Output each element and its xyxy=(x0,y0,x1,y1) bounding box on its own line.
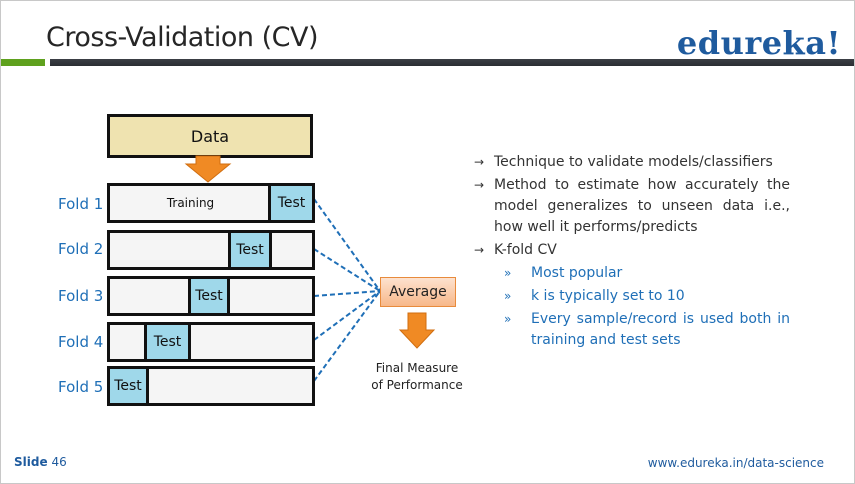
title-accent-bar xyxy=(1,59,45,66)
connector-fold-1 xyxy=(313,198,381,292)
chevron-bullet-icon: » xyxy=(504,266,512,280)
title-divider-bar xyxy=(50,59,854,66)
arrow-bullet-icon: → xyxy=(474,155,485,169)
sub-bullet-item: » Every sample/record is used both in tr… xyxy=(504,309,790,351)
bullet-item: → K-fold CV xyxy=(474,240,790,261)
final-measure-label: Final Measure of Performance xyxy=(362,360,472,394)
bullet-item: → Method to estimate how accurately the … xyxy=(474,175,790,238)
sub-bullet-item: » k is typically set to 10 xyxy=(504,286,790,307)
test-segment: Test xyxy=(268,186,312,220)
test-segment: Test xyxy=(188,279,230,313)
slide-number-value: 46 xyxy=(51,455,67,469)
sub-bullet-item: » Most popular xyxy=(504,263,790,284)
chevron-bullet-icon: » xyxy=(504,289,512,303)
fold-label: Fold 1 xyxy=(58,195,104,213)
connector-fold-4 xyxy=(313,290,381,341)
final-measure-line-2: of Performance xyxy=(371,378,463,392)
fold-label: Fold 2 xyxy=(58,240,104,258)
connector-fold-3 xyxy=(313,290,381,297)
connector-fold-5 xyxy=(313,290,381,382)
fold-row-4: Test xyxy=(107,322,315,362)
arrow-bullet-icon: → xyxy=(474,243,485,257)
test-segment: Test xyxy=(144,325,191,359)
final-measure-line-1: Final Measure xyxy=(375,361,459,375)
fold-row-2: Test xyxy=(107,230,315,270)
fold-label: Fold 5 xyxy=(58,378,104,396)
orange-down-arrow-icon xyxy=(398,312,436,349)
slide-number: Slide 46 xyxy=(14,455,67,469)
fold-label: Fold 3 xyxy=(58,287,104,305)
bullet-item: → Technique to validate models/classifie… xyxy=(474,152,790,173)
fold-label: Fold 4 xyxy=(58,333,104,351)
sub-bullet-text: Most popular xyxy=(531,265,623,281)
chevron-bullet-icon: » xyxy=(504,312,512,326)
training-segment: Training xyxy=(166,196,215,210)
bullet-text: K-fold CV xyxy=(494,242,557,258)
slide-word: Slide xyxy=(14,455,48,469)
average-label: Average xyxy=(389,284,447,300)
bullet-text: Technique to validate models/classifiers xyxy=(494,154,773,170)
sub-bullet-text: k is typically set to 10 xyxy=(531,288,685,304)
data-box: Data xyxy=(107,114,313,158)
test-segment: Test xyxy=(228,233,272,267)
test-segment: Test xyxy=(110,369,149,403)
connector-fold-2 xyxy=(313,248,381,292)
sub-bullet-text: Every sample/record is used both in trai… xyxy=(531,311,790,348)
fold-row-3: Test xyxy=(107,276,315,316)
arrow-bullet-icon: → xyxy=(474,178,485,192)
bullet-list: → Technique to validate models/classifie… xyxy=(474,152,790,351)
footer-url[interactable]: www.edureka.in/data-science xyxy=(647,456,824,470)
average-box: Average xyxy=(380,277,456,307)
fold-row-1: Training Test xyxy=(107,183,315,223)
data-label: Data xyxy=(190,126,230,146)
bullet-text: Method to estimate how accurately the mo… xyxy=(494,177,790,235)
fold-row-5: Test xyxy=(107,366,315,406)
orange-down-arrow-icon xyxy=(184,155,232,183)
edureka-logo: edureka! xyxy=(676,24,841,62)
slide-title: Cross-Validation (CV) xyxy=(46,22,318,53)
